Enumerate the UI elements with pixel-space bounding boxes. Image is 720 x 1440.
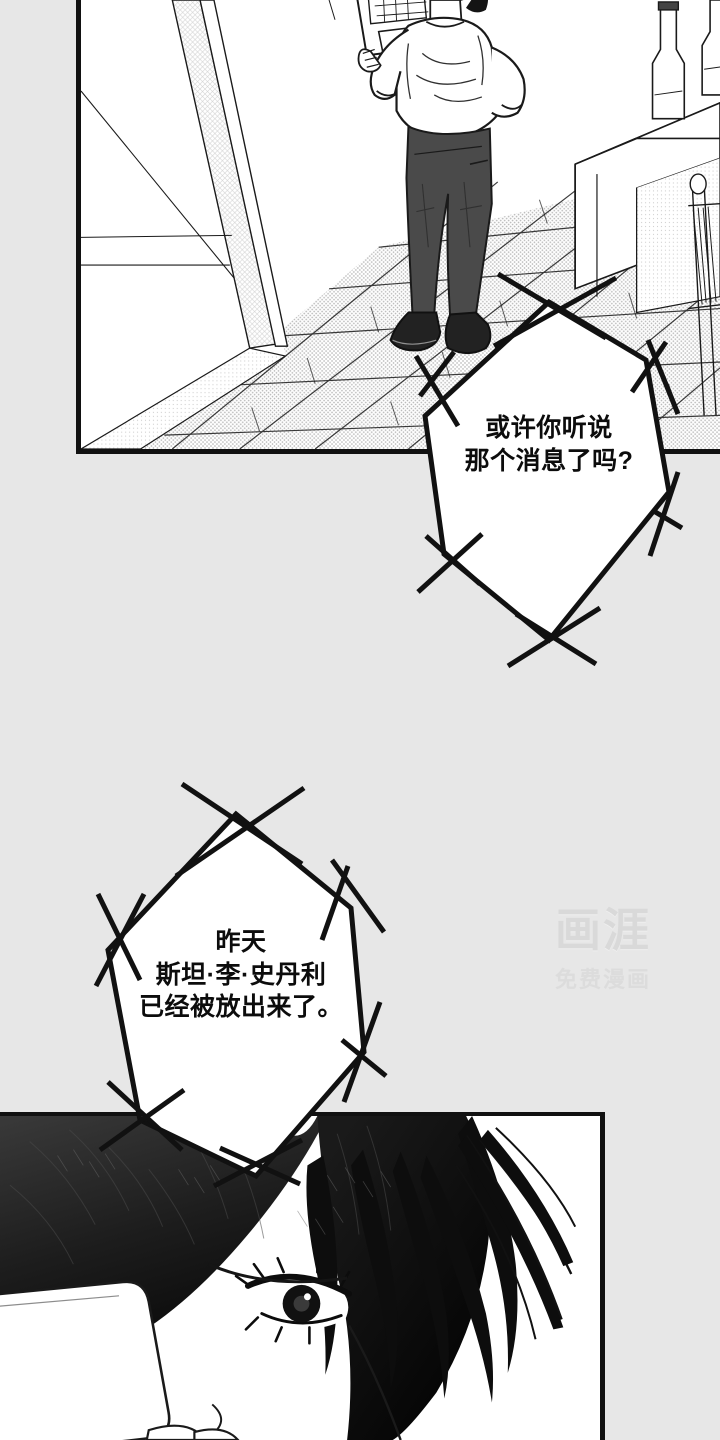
site-watermark: 画涯 免费漫画: [528, 906, 678, 1016]
panel-closeup-face: [0, 1112, 605, 1440]
radio-bubble-2-text: 昨天 斯坦·李·史丹利 已经被放出来了。: [138, 928, 343, 1021]
panel-phone-booth-art: [81, 0, 720, 449]
watermark-logo: 画涯: [555, 904, 651, 956]
radio-bubble-2: 昨天 斯坦·李·史丹利 已经被放出来了。: [93, 781, 388, 1189]
radio-bubble-1: 或许你听说 那个消息了吗?: [413, 271, 684, 669]
watermark-subtitle: 免费漫画: [554, 967, 651, 993]
radio-bubble-2-shape: [93, 781, 388, 1189]
radio-bubble-1-shape: [413, 271, 684, 669]
radio-bubble-1-text: 或许你听说 那个消息了吗?: [464, 414, 634, 475]
panel-closeup-face-art: [0, 1116, 600, 1440]
panel-phone-booth: [76, 0, 720, 454]
